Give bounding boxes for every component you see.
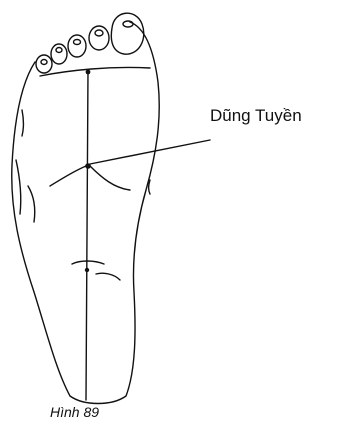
nail-2: [95, 30, 103, 36]
point-upper: [86, 70, 91, 75]
nail-5: [41, 60, 47, 65]
wrinkle-left-2: [16, 160, 21, 214]
toe-crease: [40, 67, 150, 76]
center-line: [86, 70, 88, 400]
heel-crease-1: [72, 261, 104, 264]
nail-1: [123, 21, 133, 27]
point-dung-tuyen: [85, 163, 91, 169]
point-heel: [85, 268, 89, 272]
wrinkle-left-1: [22, 110, 24, 136]
big-toe: [111, 13, 143, 54]
nail-3: [74, 40, 81, 45]
nail-4: [56, 48, 62, 53]
toe-3: [68, 35, 86, 57]
wrinkle-right-1: [149, 180, 151, 194]
wrinkle-left-3: [28, 186, 35, 222]
ball-crease-right: [90, 166, 130, 190]
foot-outline: [12, 22, 160, 404]
heel-crease-2: [96, 273, 120, 280]
point-label: Dũng Tuyền: [210, 106, 302, 126]
leader-line: [90, 140, 210, 164]
ball-crease-left: [50, 166, 86, 186]
figure-caption: Hình 89: [50, 404, 99, 420]
